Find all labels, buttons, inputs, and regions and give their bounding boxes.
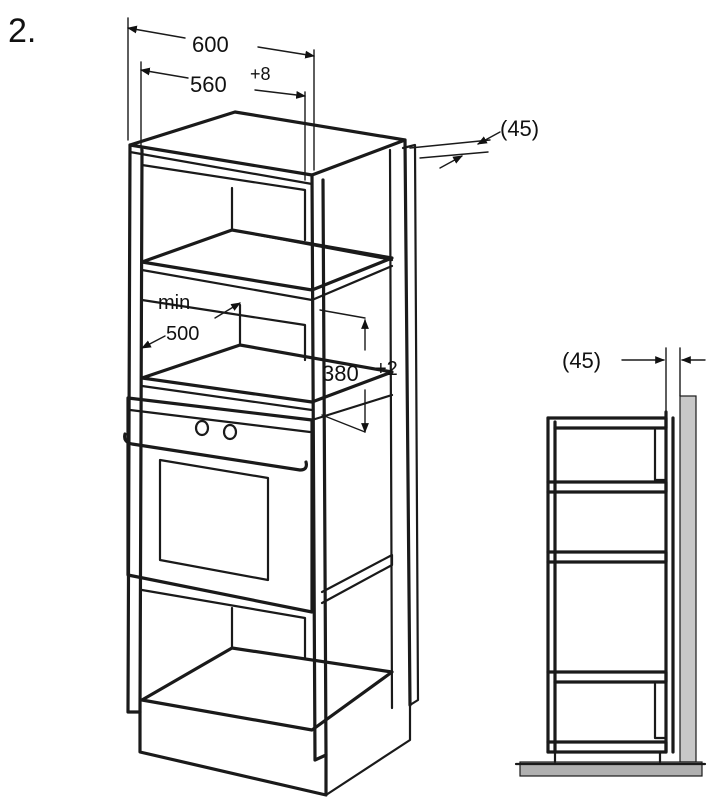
niche-depth-arrow-front (141, 335, 166, 349)
step-number: 2. (8, 12, 36, 50)
side-top-board (546, 416, 668, 430)
niche-depth-label-min: min (158, 292, 190, 314)
width-600-arrow-right (257, 46, 315, 59)
microwave-niche (140, 298, 307, 362)
side-shelf-1 (546, 480, 668, 494)
width-560-arrow-left (140, 67, 189, 79)
niche-height-label: 380 (322, 361, 359, 386)
oven-handle (123, 432, 308, 472)
side-shelf-3 (546, 670, 668, 684)
oven-front (126, 396, 314, 614)
shelf-upper (140, 228, 394, 292)
width-600-arrow-left (127, 25, 186, 39)
oven-knob-left (194, 419, 210, 437)
tall-cabinet (123, 110, 420, 797)
width-600-label: 600 (192, 32, 229, 57)
cabinet-top-board (128, 110, 407, 177)
rear-gap-arrow (439, 155, 463, 169)
side-gap-label: (45) (562, 348, 601, 373)
side-bottom-board (546, 740, 668, 754)
shelf-bottom (140, 646, 394, 732)
cabinet-side-panel (403, 138, 412, 707)
width-560-tolerance: +8 (250, 64, 271, 84)
built-in-oven (123, 393, 394, 614)
floor (519, 761, 703, 777)
niche-depth-label-value: 500 (166, 323, 199, 345)
niche-depth-arrow-back (214, 302, 241, 319)
cabinet-left-post (126, 143, 144, 714)
wall (679, 395, 697, 763)
oven-knob-right (222, 423, 238, 441)
width-560-arrow-right (254, 89, 306, 99)
oven-window (158, 458, 270, 582)
dimension-annotations: 600 560 +8 (45) min 500 380 +2 (127, 17, 539, 433)
niche-height-tolerance: +2 (375, 358, 398, 380)
width-560-label: 560 (190, 72, 227, 97)
cabinet-plinth (138, 710, 328, 797)
side-shelf-2 (546, 550, 668, 564)
rear-gap-label: (45) (500, 116, 539, 141)
cabinet-right-post (310, 173, 328, 762)
side-view: (45) (514, 347, 707, 777)
